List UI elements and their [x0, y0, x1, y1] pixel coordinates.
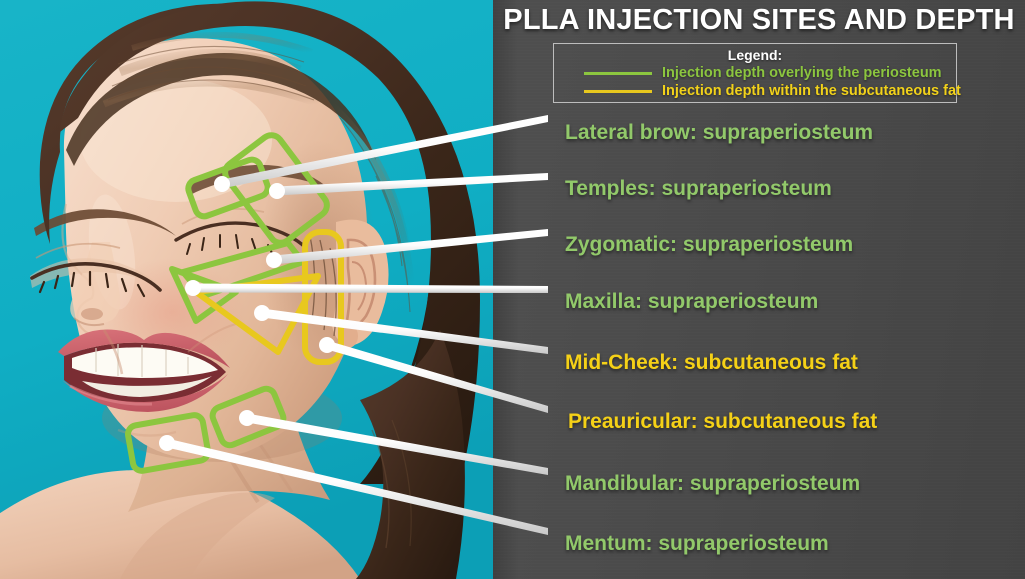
- legend-title: Legend:: [727, 47, 783, 63]
- leader-dot-mid-cheek: [254, 305, 270, 321]
- marker-mandibular: [209, 385, 287, 449]
- legend-item-subcutaneous: Injection depth within the subcutaneous …: [584, 83, 961, 99]
- legend-swatch-green: [584, 71, 652, 75]
- page-title: PLLA INJECTION SITES AND DEPTH: [503, 4, 1015, 36]
- leader-line-mentum: [167, 438, 548, 535]
- leader-dots: [159, 176, 335, 451]
- site-label-mid-cheek: Mid-Cheek: subcutaneous fat: [565, 351, 858, 374]
- leader-line-maxilla: [193, 283, 548, 293]
- leader-dot-mandibular: [239, 410, 255, 426]
- legend-swatch-gold: [584, 89, 652, 93]
- leader-dot-mentum: [159, 435, 175, 451]
- legend-label-subcutaneous: Injection depth within the subcutaneous …: [662, 83, 961, 99]
- leader-line-mid-cheek: [262, 308, 548, 354]
- site-label-temples: Temples: supraperiosteum: [565, 177, 832, 200]
- leader-line-preauricular: [327, 340, 548, 413]
- legend-item-periosteum: Injection depth overlying the periosteum: [584, 65, 956, 81]
- site-label-mandibular: Mandibular: supraperiosteum: [565, 472, 861, 495]
- leader-dot-maxilla: [185, 280, 201, 296]
- leader-line-zygomatic: [274, 229, 548, 265]
- leader-dot-lateral-brow: [214, 176, 230, 192]
- leader-line-mandibular: [247, 413, 548, 475]
- site-label-maxilla: Maxilla: supraperiosteum: [565, 290, 819, 313]
- site-label-zygomatic: Zygomatic: supraperiosteum: [565, 233, 854, 256]
- leader-line-temples: [277, 173, 548, 196]
- legend-box: Legend: Injection depth overlying the pe…: [553, 43, 961, 103]
- marker-mentum: [125, 412, 211, 474]
- leader-dot-zygomatic: [266, 252, 282, 268]
- legend-label-periosteum: Injection depth overlying the periosteum: [662, 65, 942, 81]
- labels-panel: [493, 0, 1025, 579]
- site-label-mentum: Mentum: supraperiosteum: [565, 532, 829, 555]
- leader-dot-temples: [269, 183, 285, 199]
- leader-dot-preauricular: [319, 337, 335, 353]
- marker-preauricular: [302, 229, 344, 365]
- site-label-preauricular: Preauricular: subcutaneous fat: [568, 410, 878, 433]
- leader-line-lateral-brow: [222, 115, 548, 189]
- site-label-lateral-brow: Lateral brow: supraperiosteum: [565, 121, 874, 144]
- leader-lines: [167, 115, 548, 535]
